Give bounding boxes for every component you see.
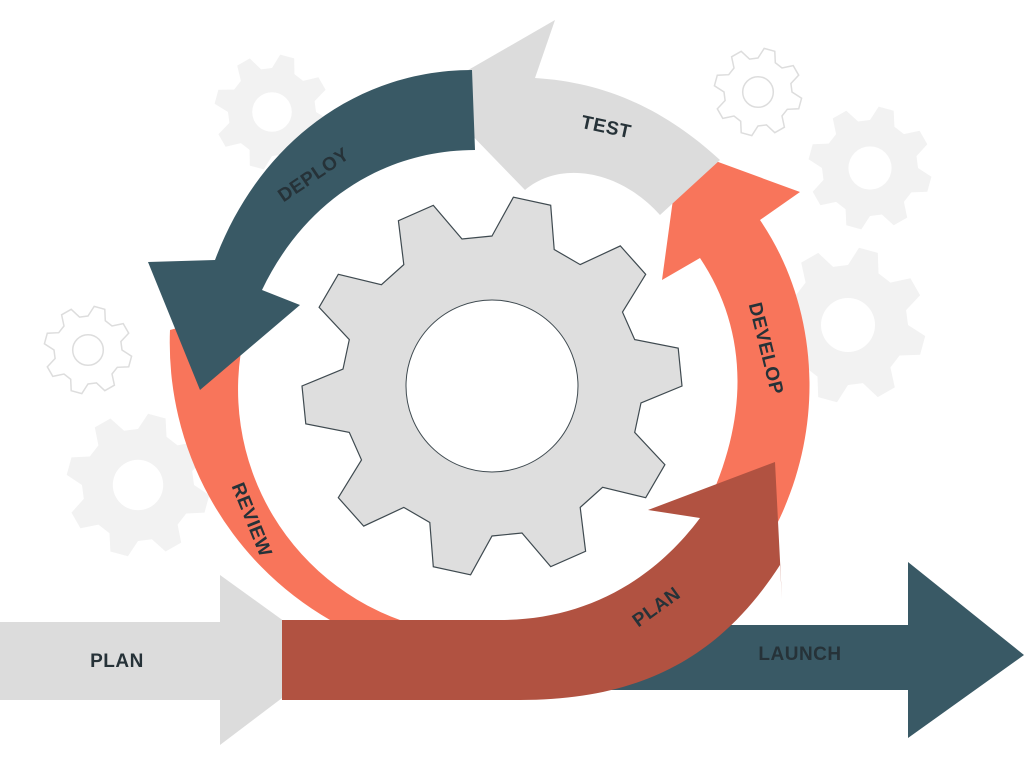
bg-gear-top-right: [713, 47, 803, 137]
bg-gear-right-mid-hole: [821, 298, 875, 352]
bg-gear-left-low: [66, 413, 210, 557]
plan-input-arrow: [0, 575, 335, 745]
central-gear-hole: [405, 299, 579, 473]
bg-gear-left: [43, 305, 133, 395]
bg-gear-right: [808, 106, 932, 230]
bg-gear-top-right-hole: [741, 75, 775, 109]
bg-gear-top-right-shape: [713, 47, 803, 137]
deploy-arrow: [148, 70, 475, 390]
bg-gear-top-left-hole: [252, 92, 292, 132]
plan-input-label: PLAN: [90, 651, 144, 672]
test-arrow: [430, 20, 720, 215]
develop-arrow: [662, 148, 810, 528]
bg-gear-left-low-hole: [112, 459, 164, 511]
bg-gear-left-shape: [43, 305, 133, 395]
background-gears: [43, 47, 932, 557]
bg-gear-right-mid: [770, 247, 926, 403]
bg-gear-left-hole: [71, 333, 105, 367]
launch-arrow: [560, 562, 1024, 738]
bg-gear-right-hole: [848, 146, 892, 190]
plan-cycle-arrow: [282, 462, 782, 700]
review-arc: [169, 308, 400, 620]
launch-label: LAUNCH: [758, 644, 841, 665]
